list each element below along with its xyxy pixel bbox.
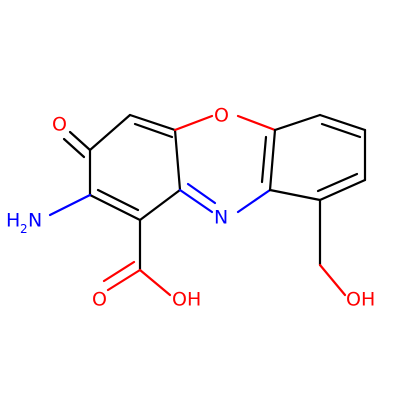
bond-c3-o-ketone — [68, 130, 92, 152]
label-ring-n: N — [214, 207, 228, 229]
label-amino-h: H — [6, 210, 20, 232]
bond-cooh-o-double-2 — [102, 260, 136, 283]
bond-c9a-c5a — [268, 128, 277, 192]
bond-c9a-c5a-double — [260, 135, 268, 184]
bond-ch2-oh — [318, 263, 347, 297]
bond-c8-c9 — [318, 178, 367, 202]
label-acid-o: O — [92, 289, 107, 311]
bond-c10a-c1 — [138, 188, 182, 222]
label-ring-o: O — [214, 105, 229, 127]
bond-c1-c2 — [88, 193, 142, 222]
atom-labels: O O N H 2 N O OH OH — [6, 105, 375, 311]
bond-c4a-c10a — [173, 128, 182, 192]
label-amino-n: N — [28, 210, 42, 232]
bond-c6-c7 — [318, 113, 367, 132]
bond-c9-c9a — [268, 188, 322, 202]
label-amino-subscript: 2 — [20, 222, 28, 236]
bond-c4-c4a-double — [133, 122, 174, 139]
bond-c10a-n10 — [178, 188, 214, 214]
bond-c1-c2-double — [96, 188, 140, 212]
label-ketone-o: O — [52, 114, 67, 136]
bond-o5-c5a — [236, 114, 277, 132]
label-acid-oh: OH — [172, 289, 201, 311]
bond-c5a-c6 — [273, 113, 322, 132]
bond-c3-c4 — [88, 113, 132, 152]
bond-c3-o-ketone-double — [62, 137, 86, 159]
bond-c4-c4a — [128, 113, 177, 132]
bonds — [48, 113, 367, 297]
bond-c6-c7-double — [320, 122, 362, 139]
bond-c4a-o5 — [173, 114, 214, 132]
label-alcohol-oh: OH — [346, 289, 375, 311]
bond-cooh-oh — [138, 268, 172, 297]
bond-c2-nh2 — [48, 193, 92, 217]
bond-c10a-n10-double — [186, 182, 217, 205]
bond-cooh-o-double — [106, 268, 142, 292]
bond-n10-c9a — [236, 188, 272, 214]
bond-c8-c9-double — [316, 172, 359, 193]
